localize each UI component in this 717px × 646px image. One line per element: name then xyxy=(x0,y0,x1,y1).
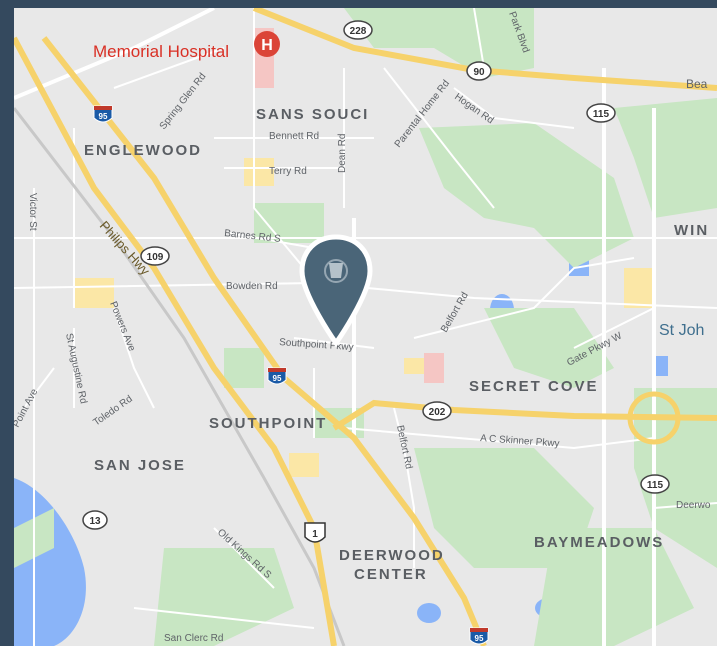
lake xyxy=(654,356,668,376)
hospital-area xyxy=(424,353,444,383)
label-englewood: ENGLEWOOD xyxy=(84,142,202,159)
svg-text:95: 95 xyxy=(475,634,484,643)
label-baymeadows: BAYMEADOWS xyxy=(534,534,664,551)
street-bowden-rd: Bowden Rd xyxy=(226,281,278,292)
commercial-areas xyxy=(74,158,654,477)
svg-text:115: 115 xyxy=(593,109,610,120)
label-st-johns: St Joh xyxy=(659,322,704,339)
map-canvas[interactable]: SANS SOUCI ENGLEWOOD SOUTHPOINT SECRET C… xyxy=(14,8,717,646)
street-dean-rd: Dean Rd xyxy=(337,134,348,173)
label-center: CENTER xyxy=(354,566,428,583)
map-svg: SANS SOUCI ENGLEWOOD SOUTHPOINT SECRET C… xyxy=(14,8,717,646)
map-pin-icon[interactable] xyxy=(299,234,373,348)
label-san-jose: SAN JOSE xyxy=(94,457,186,474)
lake xyxy=(417,603,441,623)
svg-text:95: 95 xyxy=(99,112,108,121)
street-san-clerc-rd: San Clerc Rd xyxy=(164,633,223,644)
shield-us1: 1 xyxy=(304,522,326,543)
shield-sr90: 90 xyxy=(466,61,492,81)
street-bennett-rd: Bennett Rd xyxy=(269,131,319,142)
street-victor-st: Victor St xyxy=(27,193,38,231)
svg-text:109: 109 xyxy=(147,252,164,263)
shield-sr115-top: 115 xyxy=(586,103,616,123)
label-southpoint: SOUTHPOINT xyxy=(209,415,327,432)
shield-sr13: 13 xyxy=(82,510,108,530)
shield-sr109: 109 xyxy=(140,246,170,266)
label-secret-cove: SECRET COVE xyxy=(469,378,599,395)
label-win: WIN xyxy=(674,222,709,239)
svg-text:95: 95 xyxy=(273,374,282,383)
shield-i95-mid: 95 xyxy=(267,367,287,385)
shield-sr202: 202 xyxy=(422,401,452,421)
shield-sr115-bottom: 115 xyxy=(640,474,670,494)
interchange xyxy=(627,391,681,445)
svg-text:13: 13 xyxy=(89,516,101,527)
svg-text:1: 1 xyxy=(312,529,318,540)
svg-text:90: 90 xyxy=(473,67,485,78)
street-deerwo: Deerwo xyxy=(676,500,711,511)
parks xyxy=(14,8,717,646)
svg-text:228: 228 xyxy=(350,26,367,37)
svg-text:202: 202 xyxy=(429,407,446,418)
shield-i95-top: 95 xyxy=(93,105,113,123)
railroad xyxy=(14,107,346,646)
hospital-icon[interactable]: H xyxy=(254,31,280,57)
shield-sr228: 228 xyxy=(343,20,373,40)
svg-text:115: 115 xyxy=(647,480,664,491)
street-bea: Bea xyxy=(686,77,708,91)
street-terry-rd: Terry Rd xyxy=(269,166,307,177)
shield-i95-bottom: 95 xyxy=(469,627,489,645)
svg-text:H: H xyxy=(261,37,273,54)
label-sans-souci: SANS SOUCI xyxy=(256,106,369,123)
label-deerwood: DEERWOOD xyxy=(339,547,445,564)
label-memorial-hospital[interactable]: Memorial Hospital xyxy=(93,42,229,61)
